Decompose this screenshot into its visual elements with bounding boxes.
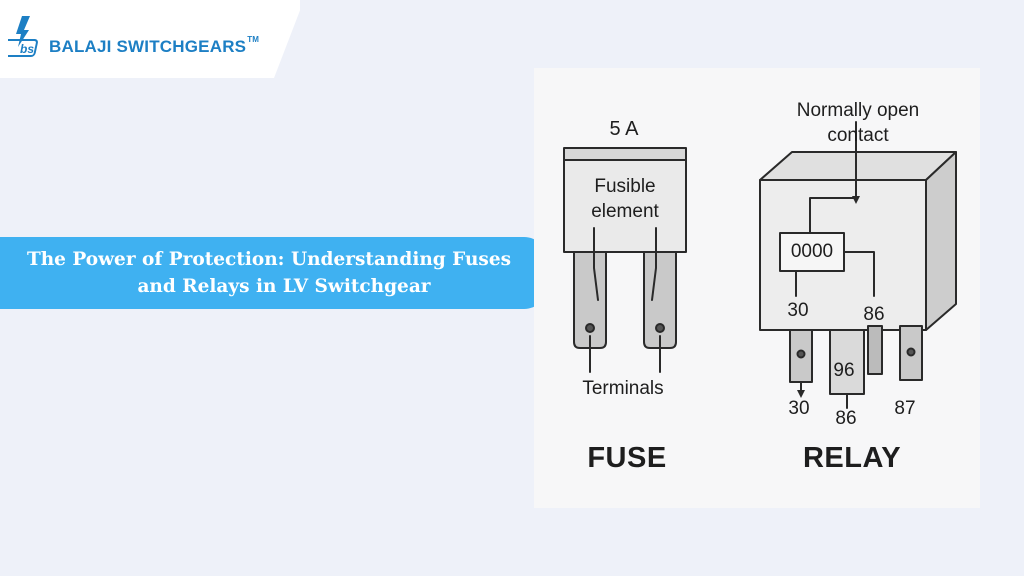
relay-pin-30-hole xyxy=(796,349,806,359)
fuse-rating-label: 5 A xyxy=(609,118,639,140)
normally-open-label-line-2: contact xyxy=(827,125,889,146)
illustration-drawing xyxy=(563,121,957,409)
relay-coil-box xyxy=(779,232,845,272)
brand-name-text: BALAJI SWITCHGEARS xyxy=(49,37,247,56)
fuse-left-hole xyxy=(585,323,595,333)
fuse-element-right-leg xyxy=(651,227,657,301)
brand-header: bs BALAJI SWITCHGEARSTM xyxy=(0,0,300,78)
fuse-relay-illustration: 5 A Fusible element Terminals FUSE Norma… xyxy=(534,68,980,508)
relay-caption: RELAY xyxy=(802,442,902,474)
relay-pin-back xyxy=(867,325,883,375)
fusible-element-label-line-2: element xyxy=(591,201,659,222)
page-title-line-2: and Relays in LV Switchgear xyxy=(137,276,431,297)
title-banner: The Power of Protection: Understanding F… xyxy=(0,237,548,309)
lightning-bs-logo-icon: bs xyxy=(8,16,38,57)
page-title-line-1: The Power of Protection: Understanding F… xyxy=(26,249,512,270)
bottom-pin-label-87: 87 xyxy=(894,398,916,419)
normally-open-label-line-1: Normally open xyxy=(796,100,920,121)
bottom-pin-label-30: 30 xyxy=(788,398,810,419)
fuse-caption: FUSE xyxy=(587,442,667,474)
relay-drawing xyxy=(759,121,957,409)
fuse-drawing xyxy=(563,147,687,373)
coil-line-right xyxy=(843,251,875,297)
terminals-label: Terminals xyxy=(582,378,664,399)
contact-pointer xyxy=(809,121,857,234)
svg-text:bs: bs xyxy=(20,42,34,56)
relay-pin-96 xyxy=(829,329,865,395)
relay-pin-87-hole xyxy=(906,347,916,357)
relay-pin-label-30: 30 xyxy=(787,300,809,321)
fuse-left-terminal xyxy=(573,251,607,349)
fusible-element-label-line-1: Fusible xyxy=(594,176,656,197)
fuse-body xyxy=(563,159,687,253)
relay-top-face xyxy=(759,151,957,181)
fuse-right-hole xyxy=(655,323,665,333)
trademark-mark: TM xyxy=(247,35,260,44)
fuse-right-terminal xyxy=(643,251,677,349)
fuse-top-cap xyxy=(563,147,687,161)
relay-pin-label-86: 86 xyxy=(863,304,885,325)
coil-label: 0000 xyxy=(790,241,834,262)
relay-center-pin-label: 96 xyxy=(833,360,855,381)
logo-panel-background xyxy=(0,0,300,78)
bottom-pin-label-86: 86 xyxy=(835,408,857,429)
brand-name[interactable]: BALAJI SWITCHGEARSTM xyxy=(49,35,260,57)
fuse-element-left-leg xyxy=(593,227,599,301)
relay-side-face xyxy=(925,151,957,331)
